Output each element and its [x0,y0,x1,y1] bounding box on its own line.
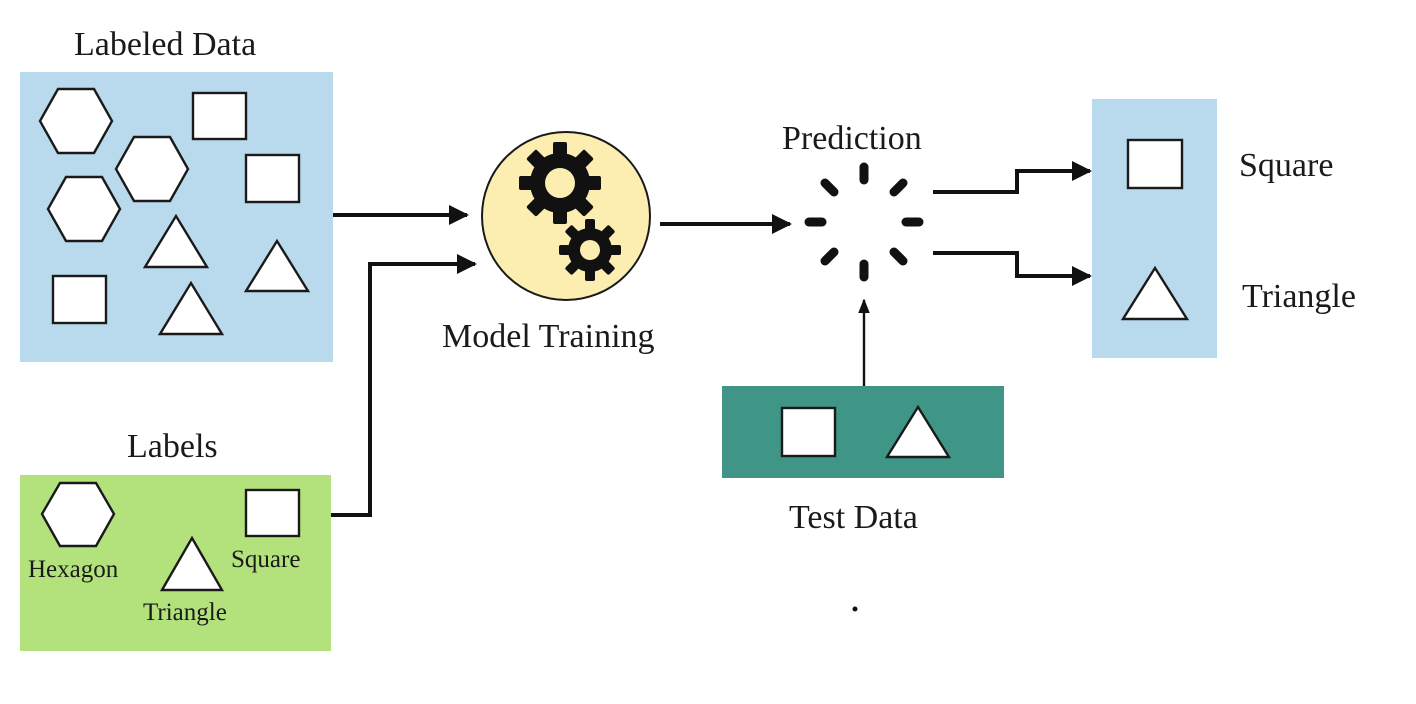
arrow-labels-to-model [331,254,477,517]
arrow-prediction-to-triangle [933,251,1092,286]
triangle-icon [884,404,952,459]
arrow-prediction-to-square [933,161,1092,194]
square-icon [244,153,301,204]
triangle-icon [142,213,210,269]
square-icon [780,406,837,458]
loading-spinner-icon [804,162,924,282]
square-icon [191,91,248,141]
label-hexagon: Hexagon [28,556,119,583]
hexagon-icon [40,481,116,548]
test-data-panel [722,386,1004,478]
hexagon-icon [46,175,122,243]
triangle-icon [159,535,225,592]
triangle-icon [1120,265,1190,321]
hexagon-icon [38,87,114,155]
test-data-title: Test Data [789,499,918,536]
output-square-label: Square [1239,147,1334,184]
label-square: Square [231,546,301,573]
square-icon [51,274,108,325]
model-training-title: Model Training [442,318,655,355]
label-triangle: Triangle [143,599,227,626]
prediction-title: Prediction [782,120,922,157]
gears-icon [519,142,621,281]
labels-title: Labels [127,428,218,465]
triangle-icon [157,280,225,336]
labeled-data-title: Labeled Data [74,26,257,63]
dot-mark [852,606,858,612]
square-icon [244,488,301,538]
square-icon [1126,138,1184,190]
triangle-icon [243,238,311,293]
output-triangle-label: Triangle [1242,278,1356,315]
hexagon-icon [114,135,190,203]
